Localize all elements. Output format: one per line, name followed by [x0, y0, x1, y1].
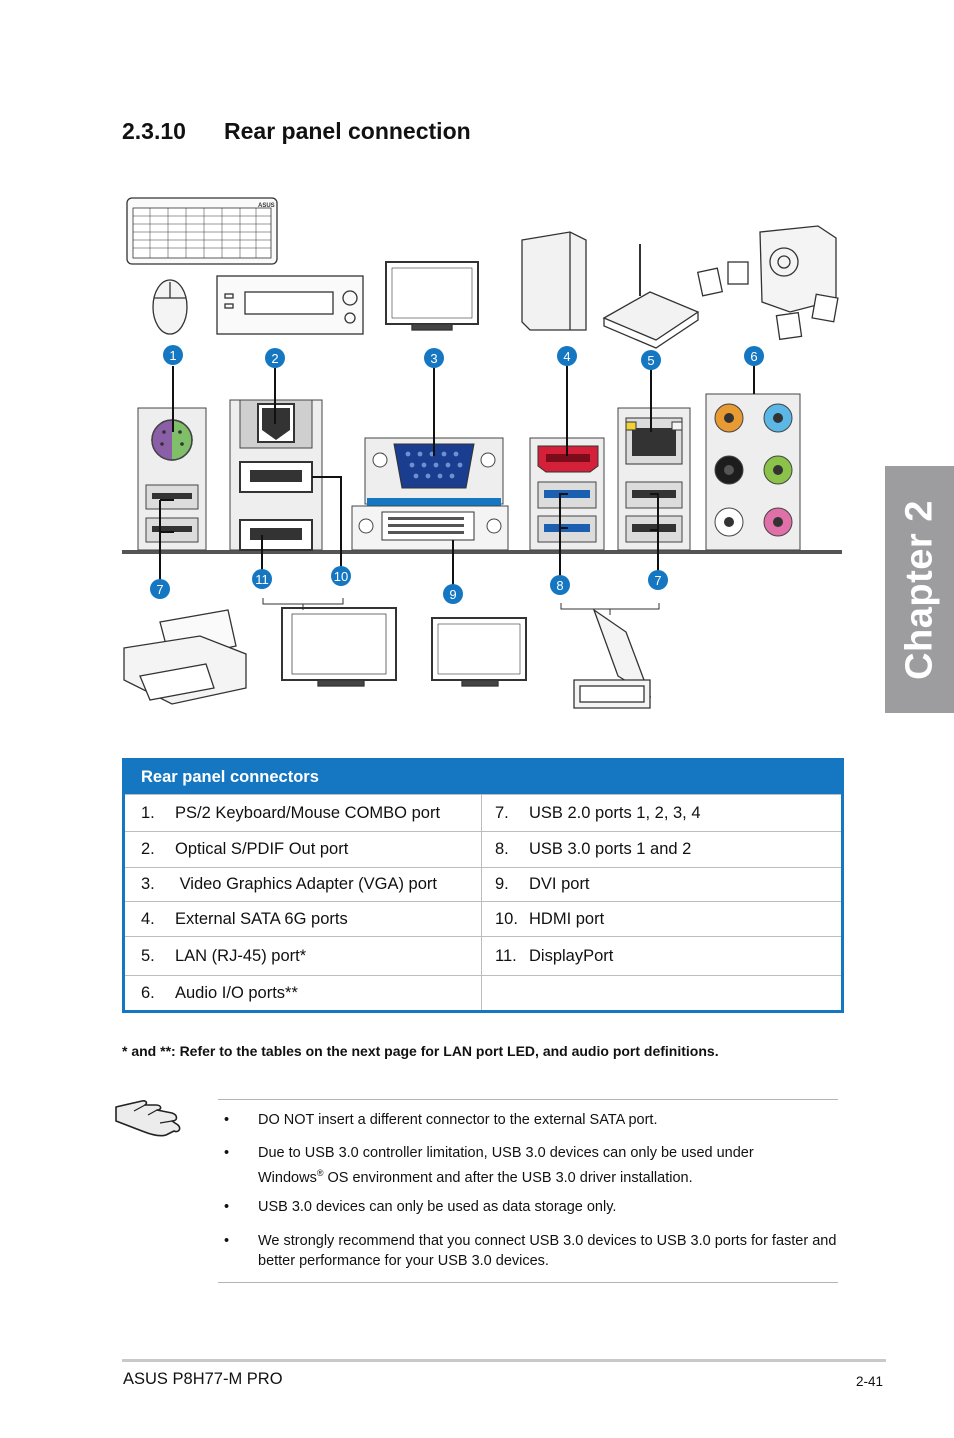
table-cell: 4.External SATA 6G ports [141, 909, 348, 928]
callout-7-left: 7 [150, 579, 170, 599]
table-row: 5.LAN (RJ-45) port* 11.DisplayPort [125, 936, 841, 975]
callout-11: 11 [252, 569, 272, 589]
chapter-tab: Chapter 2 [885, 466, 954, 713]
rear-panel-connectors-table: Rear panel connectors 1.PS/2 Keyboard/Mo… [122, 758, 844, 1013]
audio-block [705, 393, 801, 551]
monitor-icon [385, 261, 479, 331]
callout-3: 3 [424, 348, 444, 368]
keyboard-icon [126, 197, 278, 265]
callout-10: 10 [331, 566, 351, 586]
monitor-bottom-icon [431, 617, 527, 687]
scanner-icon [573, 608, 652, 709]
svg-text:9: 9 [449, 587, 456, 602]
speakers-icon [696, 225, 839, 341]
svg-text:2: 2 [271, 351, 278, 366]
svg-text:1: 1 [169, 348, 176, 363]
keyboard-brand: ASUS [258, 203, 275, 209]
table-cell: 5.LAN (RJ-45) port* [141, 946, 307, 965]
svg-text:5: 5 [647, 353, 654, 368]
svg-text:7: 7 [654, 573, 661, 588]
rear-panel-diagram: 1 2 3 4 5 6 7 11 10 9 8 7 ASUS [122, 197, 842, 709]
page-number: 2-41 [856, 1374, 884, 1389]
svg-text:7: 7 [156, 582, 163, 597]
section-heading: Rear panel connection [224, 118, 471, 144]
svg-text:8: 8 [556, 578, 563, 593]
vga-dvi-block [351, 437, 509, 551]
printer-icon [123, 609, 247, 705]
svg-text:6: 6 [750, 349, 757, 364]
table-row: 6.Audio I/O ports** [125, 975, 841, 1010]
notes-box: •DO NOT insert a different connector to … [218, 1099, 838, 1283]
external-drive-icon [521, 231, 587, 331]
table-cell: 1.PS/2 Keyboard/Mouse COMBO port [141, 803, 441, 822]
table-cell: 3. Video Graphics Adapter (VGA) port [141, 875, 437, 893]
callout-4: 4 [557, 346, 577, 366]
table-cell [481, 976, 841, 1010]
table-header: Rear panel connectors [125, 758, 841, 794]
tv-icon [281, 607, 397, 687]
svg-text:11: 11 [255, 572, 269, 587]
mouse-icon [152, 279, 188, 335]
footer-divider [122, 1359, 886, 1362]
callout-8: 8 [550, 575, 570, 595]
note-hand-icon [115, 1100, 181, 1137]
callout-2: 2 [265, 348, 285, 368]
video-spdif-block [229, 399, 323, 551]
callout-5: 5 [641, 350, 661, 370]
table-row: 4.External SATA 6G ports 10.HDMI port [125, 901, 841, 936]
note-item: • Due to USB 3.0 controller limitation, … [224, 1145, 754, 1186]
callout-6: 6 [744, 346, 764, 366]
table-cell: 11.DisplayPort [481, 937, 841, 975]
section-number: 2.3.10 [122, 118, 186, 144]
table-cell: 6.Audio I/O ports** [141, 983, 298, 1002]
table-row: 3. Video Graphics Adapter (VGA) port 9.D… [125, 867, 841, 901]
svg-text:10: 10 [334, 569, 348, 584]
table-row: 2.Optical S/PDIF Out port 8.USB 3.0 port… [125, 831, 841, 867]
svg-text:4: 4 [563, 349, 570, 364]
table-cell: 7.USB 2.0 ports 1, 2, 3, 4 [481, 795, 841, 831]
table-cell: 8.USB 3.0 ports 1 and 2 [481, 832, 841, 867]
callout-7-right: 7 [648, 570, 668, 590]
svg-text:3: 3 [430, 351, 437, 366]
footnote: * and **: Refer to the tables on the nex… [122, 1043, 719, 1059]
section-title: 2.3.10 Rear panel connection [122, 118, 471, 145]
callout-9: 9 [443, 584, 463, 604]
table-cell: 9.DVI port [481, 868, 841, 901]
table-cell: 2.Optical S/PDIF Out port [141, 840, 349, 858]
table-cell: 10.HDMI port [481, 902, 841, 936]
callout-1: 1 [163, 345, 183, 365]
footer-model: ASUS P8H77-M PRO [123, 1370, 283, 1388]
router-icon [602, 244, 700, 349]
table-row: 1.PS/2 Keyboard/Mouse COMBO port 7.USB 2… [125, 794, 841, 831]
lan-usb-block [617, 407, 691, 551]
av-receiver-icon [216, 275, 364, 335]
